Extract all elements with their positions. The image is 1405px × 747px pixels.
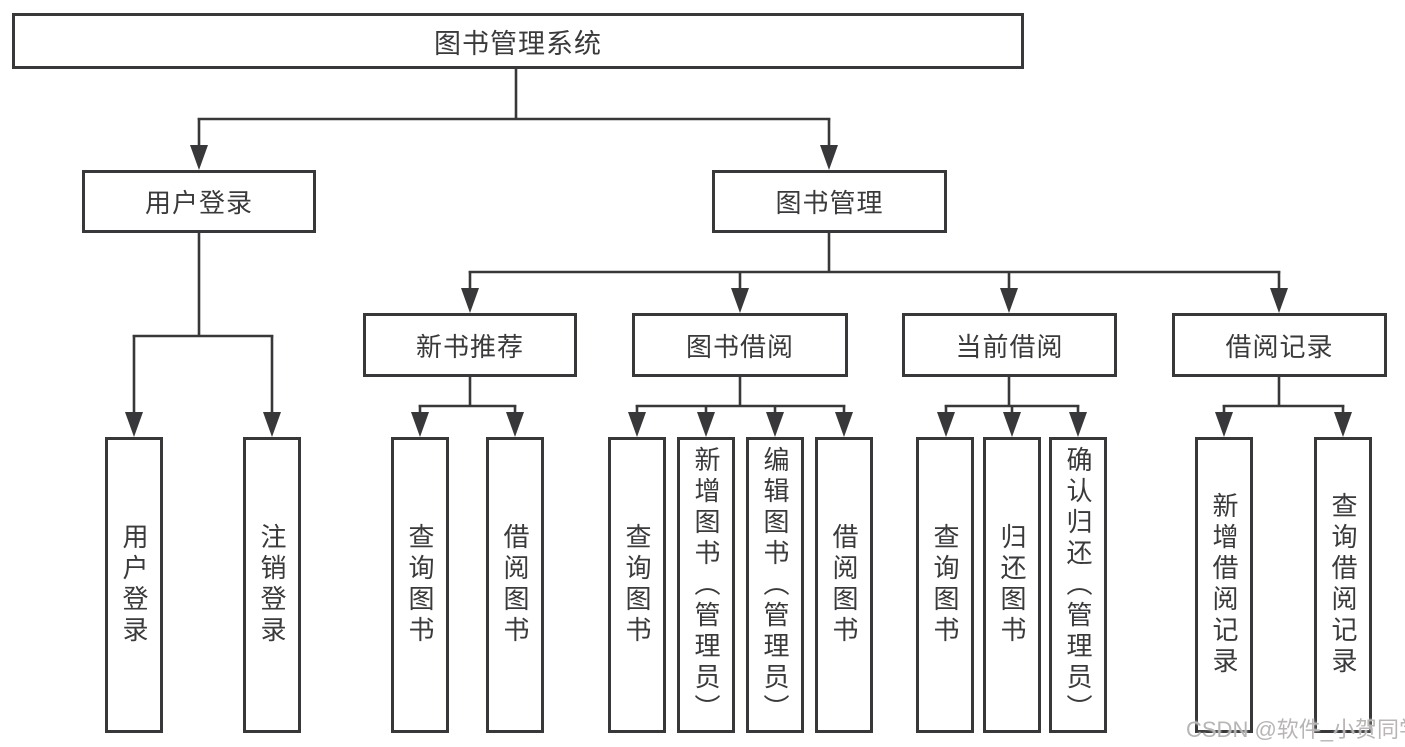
node-label: 编辑图书（管理员） [760,445,790,725]
node-label: 查询借阅记录 [1328,492,1358,678]
node-library-management-system: 图书管理系统 [12,13,1024,69]
node-label: 用户登录 [144,188,253,218]
node-label: 查询图书 [622,523,652,647]
node-label: 新增图书（管理员） [691,445,721,725]
node-label: 查询图书 [930,523,960,647]
node-label: 新增借阅记录 [1209,492,1239,678]
node-label: 借阅图书 [829,523,859,647]
node-label: 确认归还（管理员） [1063,445,1093,725]
node-label: 新书推荐 [415,331,524,362]
leaf-cb-query-books: 查询图书 [916,437,974,733]
node-label: 当前借阅 [955,331,1064,362]
node-borrowing-records: 借阅记录 [1172,313,1387,377]
leaf-br-query-borrow-record: 查询借阅记录 [1314,437,1372,733]
leaf-bb-query-books: 查询图书 [608,437,666,733]
leaf-cb-confirm-return-admin: 确认归还（管理员） [1049,437,1107,733]
leaf-bb-edit-books-admin: 编辑图书（管理员） [746,437,804,733]
leaf-nbr-borrow-books: 借阅图书 [486,437,544,733]
node-new-book-recommendation: 新书推荐 [363,313,577,377]
leaf-bb-add-books-admin: 新增图书（管理员） [677,437,735,733]
node-book-management: 图书管理 [712,170,947,233]
node-label: 查询图书 [405,523,435,647]
node-label: 图书借阅 [685,331,794,362]
node-label: 图书管理系统 [434,28,602,59]
node-user-login: 用户登录 [82,170,316,233]
node-book-borrowing: 图书借阅 [632,313,848,377]
leaf-br-add-borrow-record: 新增借阅记录 [1195,437,1253,733]
csdn-watermark: CSDN @软件_小贺同学 [1186,717,1405,742]
node-label: 用户登录 [119,523,149,647]
leaf-bb-borrow-books: 借阅图书 [815,437,873,733]
node-label: 归还图书 [997,523,1027,647]
arrowheads [125,145,1352,437]
leaf-user-login: 用户登录 [105,437,163,733]
leaf-nbr-query-books: 查询图书 [391,437,449,733]
node-label: 图书管理 [775,188,884,218]
leaf-logout: 注销登录 [243,437,301,733]
node-label: 借阅记录 [1225,331,1334,362]
leaf-cb-return-books: 归还图书 [983,437,1041,733]
node-current-borrowing: 当前借阅 [902,313,1117,377]
node-label: 借阅图书 [500,523,530,647]
node-label: 注销登录 [257,523,287,647]
